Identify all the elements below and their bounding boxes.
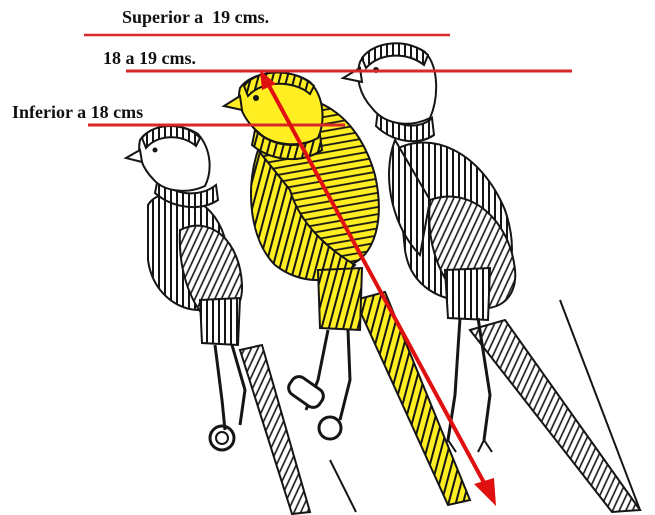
- label-inferior: Inferior a 18 cms: [12, 103, 143, 121]
- large-canary-figure: [343, 43, 640, 512]
- label-mid-range: 18 a 19 cms.: [103, 49, 196, 67]
- label-superior: Superior a 19 cms.: [122, 8, 269, 26]
